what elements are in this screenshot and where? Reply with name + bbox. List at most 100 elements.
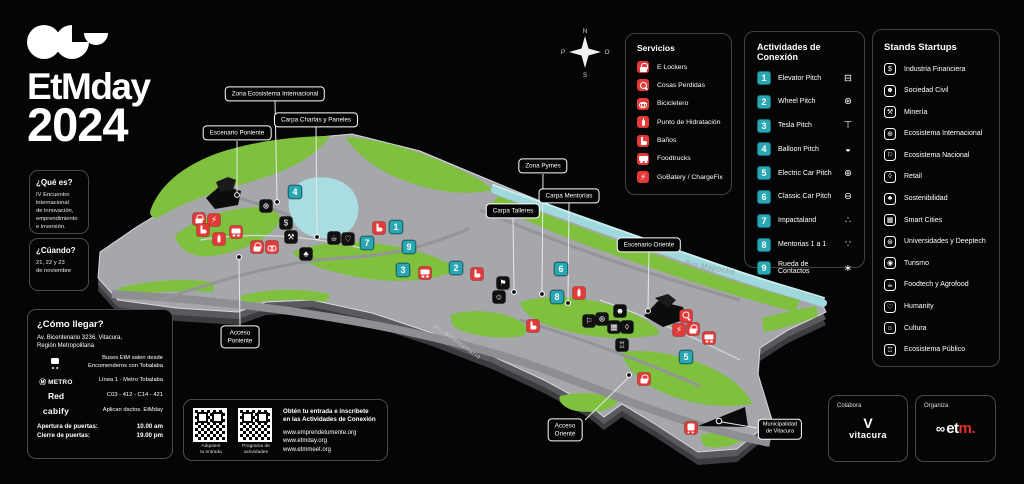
bank-icon: ♖ bbox=[884, 343, 896, 356]
bicycle-icon bbox=[637, 97, 649, 110]
qr-programa-label: Programa de actividades bbox=[242, 444, 270, 455]
metro-row: Ⓜ METRO Línea 1 - Metro Tobalaba bbox=[37, 376, 163, 386]
service-label: Foodtrucks bbox=[657, 155, 691, 163]
vitacura-logo: V vitacura bbox=[849, 415, 887, 440]
municipalidad-building bbox=[698, 407, 758, 429]
banos-marker bbox=[526, 319, 540, 333]
activity-label: Rueda de Contactos bbox=[778, 261, 810, 276]
industria-financiera-marker: $ bbox=[279, 216, 293, 230]
qr-entrada-label: Adquiere tu entrada bbox=[200, 444, 222, 455]
marker-glyph-icon: ⊕ bbox=[262, 201, 270, 211]
servicios-panel: Servicios E Lockers Cosas Perdidas Bicic… bbox=[625, 33, 732, 195]
label-escenario-oriente: Escenario Oriente bbox=[616, 237, 682, 253]
cabify-logo: cabify bbox=[42, 405, 70, 416]
stands-title: Stands Startups bbox=[884, 42, 957, 53]
activity-legend-item: 6 Classic Car Pitch ⊖ bbox=[757, 189, 855, 204]
sociedad-civil-marker: ☻ bbox=[613, 304, 627, 318]
city-icon: ▦ bbox=[884, 214, 896, 227]
actividades-panel: Actividades de Conexión 1 Elevator Pitch… bbox=[744, 31, 865, 276]
bus-icon bbox=[49, 356, 64, 371]
park-roads bbox=[111, 194, 771, 447]
service-legend-item: E Lockers bbox=[637, 61, 725, 73]
cuando-title: ¿Cúando? bbox=[36, 246, 76, 255]
actividades-title: Actividades de Conexión bbox=[757, 42, 821, 62]
label-zona-pymes: Zona Pymes bbox=[518, 158, 568, 174]
marker-number: 9 bbox=[406, 242, 412, 252]
retail-marker: ◊ bbox=[620, 320, 634, 334]
lock-icon bbox=[637, 61, 649, 73]
activity-label: Classic Car Pitch bbox=[778, 193, 832, 201]
activity-legend-item: 3 Tesla Pitch ⊤ bbox=[757, 118, 855, 133]
tickets-box: Adquiere tu entrada Programa de activida… bbox=[183, 399, 388, 461]
activity-legend-item: 1 Elevator Pitch ⊟ bbox=[757, 71, 855, 85]
stand-label: Humanity bbox=[904, 303, 934, 311]
globe-icon: ⊕ bbox=[884, 127, 896, 140]
banos-marker bbox=[372, 221, 386, 235]
service-legend-item: Cosas Perdidas bbox=[637, 79, 725, 92]
opening-row: Apertura de puertas:10.00 am bbox=[37, 422, 163, 430]
service-label: Punto de Hidratación bbox=[657, 118, 721, 126]
ferris-wheel-icon: ⊛ bbox=[844, 96, 852, 108]
service-legend-item: Baños bbox=[637, 134, 725, 147]
logo-title: EtMday bbox=[27, 66, 151, 107]
cuando-card: ¿Cúando? 21, 22 y 23 de noviembre bbox=[29, 238, 89, 291]
url-etmmeet: www.etmmeet.org bbox=[283, 446, 332, 453]
activity-legend-item: 7 Impactaland ∴ bbox=[757, 213, 855, 228]
activity-number-badge: 1 bbox=[757, 71, 771, 85]
marker-glyph-icon: ☻ bbox=[615, 306, 625, 316]
bus-row: Buses EtM salen desde Encomenderos con T… bbox=[37, 355, 163, 371]
ecosistema-nacional-marker: ⚐ bbox=[582, 314, 596, 328]
stand-legend-item: ▦ Smart Cities bbox=[884, 214, 993, 227]
foodtruck-marker bbox=[418, 266, 432, 280]
activity-4-marker: 4 bbox=[288, 185, 302, 199]
cuando-body: 21, 22 y 23 de noviembre bbox=[36, 260, 72, 275]
stand-label: Smart Cities bbox=[904, 216, 943, 224]
bus-info: Buses EtM salen desde Encomenderos con T… bbox=[88, 355, 163, 369]
cosas-perdidas-marker bbox=[679, 309, 693, 323]
ecosistema-internacional-marker: ⊕ bbox=[259, 199, 273, 213]
electric-car-icon: ⊕ bbox=[844, 167, 852, 179]
people-icon: ☻ bbox=[884, 84, 896, 97]
locker-marker bbox=[686, 322, 700, 336]
stand-label: Ecosistema Internacional bbox=[904, 130, 983, 138]
stands-list: $ Industria Financiera ☻ Sociedad Civil … bbox=[884, 63, 993, 356]
label-carpa-talleres: Carpa Talleres bbox=[485, 203, 541, 219]
service-legend-item: Bicicletero bbox=[637, 97, 725, 110]
activity-label: Elevator Pitch bbox=[778, 74, 822, 82]
etmday-logo: EtMday 2024 bbox=[27, 24, 151, 148]
stand-legend-item: ☕ Foodtech y Agrofood bbox=[884, 278, 993, 291]
stand-legend-item: $ Industria Financiera bbox=[884, 63, 993, 75]
activity-label: Wheel Pitch bbox=[778, 98, 816, 106]
marker-glyph-icon: ⚑ bbox=[499, 278, 507, 288]
hidratacion-marker bbox=[212, 232, 226, 246]
metro-info: Línea 1 - Metro Tobalaba bbox=[98, 376, 163, 383]
qr-programa: Programa de actividades bbox=[238, 408, 274, 455]
stand-legend-item: ⚒ Minería bbox=[884, 106, 993, 119]
activity-number-badge: 8 bbox=[757, 237, 771, 252]
que-es-body: IV Encuentro internacional de innovación… bbox=[36, 192, 78, 231]
heart-icon: ♡ bbox=[884, 300, 896, 313]
stand-legend-item: ☻ Sociedad Civil bbox=[884, 84, 993, 97]
locker-marker bbox=[192, 212, 206, 226]
gobatery-marker bbox=[207, 213, 221, 227]
qr-entrada: Adquiere tu entrada bbox=[193, 408, 229, 455]
stand-label: Sostenibilidad bbox=[904, 195, 948, 203]
foodtruck-marker bbox=[229, 225, 243, 239]
marker-glyph-icon: ♣ bbox=[303, 249, 309, 259]
activity-7-marker: 7 bbox=[360, 236, 374, 250]
activity-number-badge: 7 bbox=[757, 213, 771, 228]
stand-legend-item: ⊕ Ecosistema Internacional bbox=[884, 127, 993, 140]
stand-label: Ecosistema Nacional bbox=[904, 151, 970, 159]
activity-legend-item: 8 Mentorias 1 a 1 ∵ bbox=[757, 237, 855, 252]
compass-w: P bbox=[561, 49, 565, 56]
stand-label: Universidades y Deeptech bbox=[904, 238, 986, 246]
gobatery-marker bbox=[672, 323, 686, 337]
stand-label: Cultura bbox=[904, 324, 927, 332]
activity-2-marker: 2 bbox=[449, 261, 463, 275]
banos-marker bbox=[470, 267, 484, 281]
activity-number-badge: 4 bbox=[757, 142, 771, 157]
colabora-label: Colabora bbox=[837, 403, 862, 409]
network-icon: ∗ bbox=[844, 262, 852, 274]
service-label: Cosas Perdidas bbox=[657, 81, 705, 89]
url-emprendetumente: www.emprendetumente.org bbox=[283, 429, 357, 436]
